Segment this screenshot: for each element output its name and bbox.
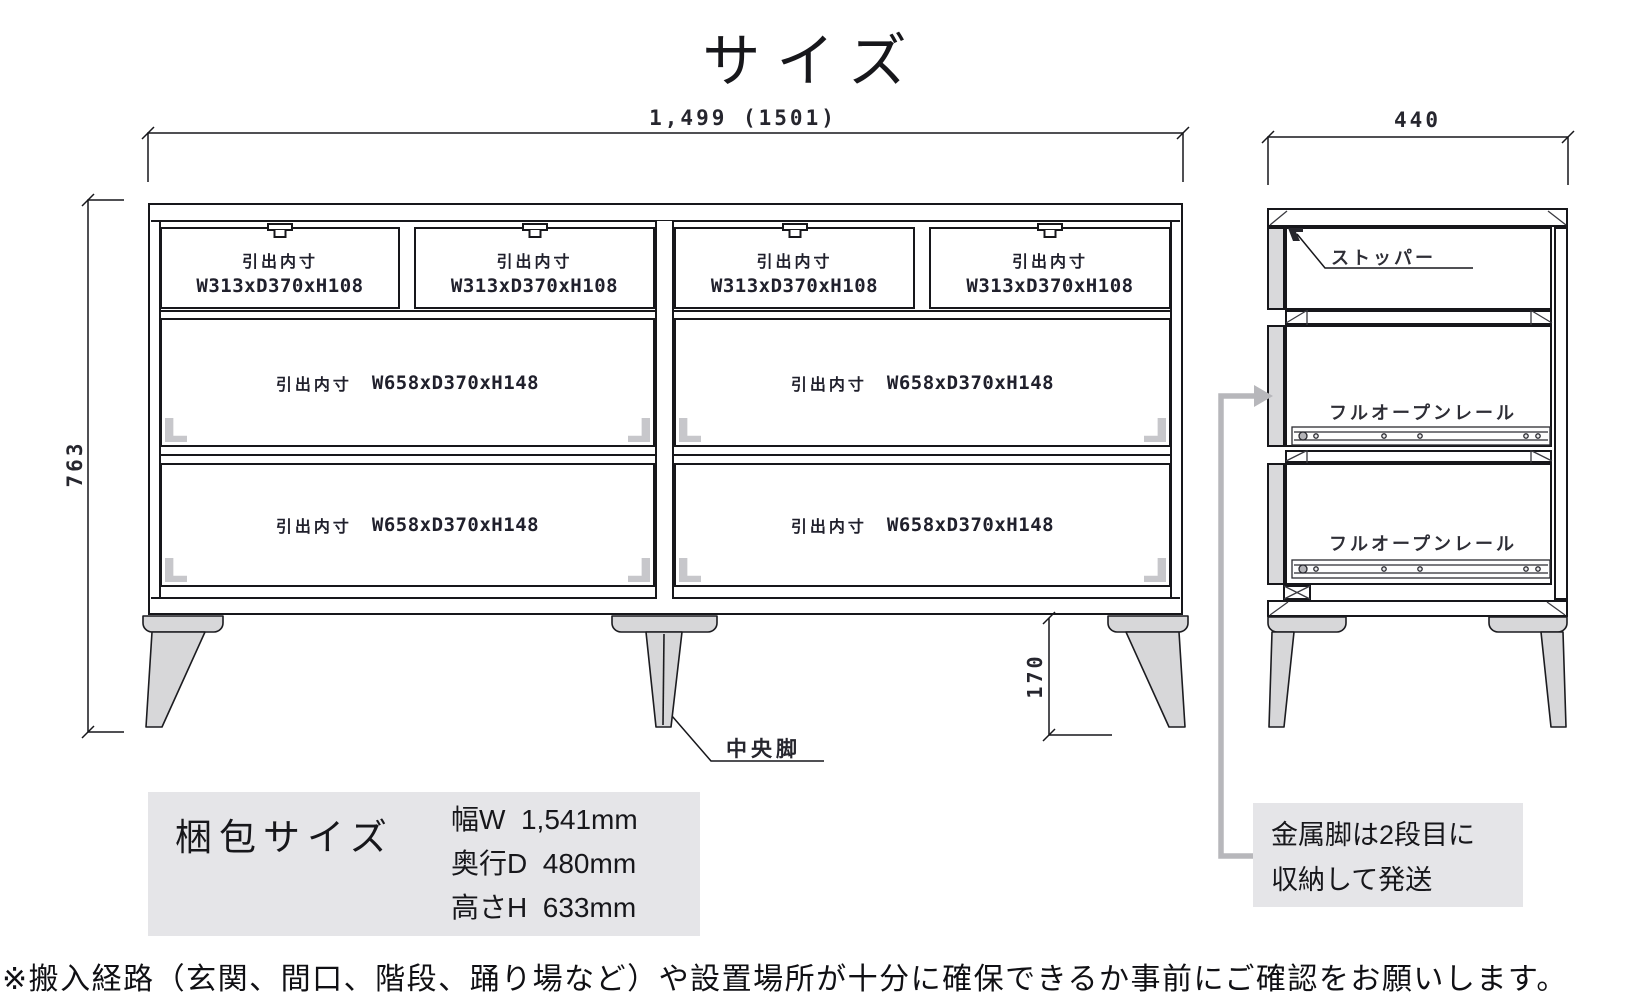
side-shelf-1 xyxy=(1285,310,1552,325)
packaging-heading: 梱包サイズ xyxy=(175,817,394,858)
drawer-label: 引出内寸 xyxy=(790,376,867,394)
drawer-pull-icon xyxy=(781,223,808,231)
drawer-label: 引出内寸 xyxy=(1011,253,1088,271)
packaging-depth: 奥行D 480mm xyxy=(451,848,637,879)
drawer-inner-size: W658xD370xH148 xyxy=(886,514,1055,536)
side-shelf-2 xyxy=(1285,450,1552,463)
drawer-label: 引出内寸 xyxy=(756,253,833,271)
drawer-slide-bracket-icon xyxy=(165,418,187,442)
full-open-rail-label-2: フルオープンレール xyxy=(1329,534,1517,554)
drawer-label: 引出内寸 xyxy=(275,519,352,536)
drawer-slide-bracket-icon xyxy=(165,558,187,582)
drawer-inner-size: W658xD370xH148 xyxy=(371,371,540,394)
shipping-note-panel: 金属脚は2段目に 収納して発送 xyxy=(1253,803,1523,907)
side-drawer-front-1 xyxy=(1267,227,1285,310)
front-center-divider xyxy=(655,221,674,599)
side-compartment-3 xyxy=(1285,463,1552,585)
side-back-wall xyxy=(1554,227,1568,600)
drawer-pull-icon xyxy=(1037,223,1063,231)
drawer-slide-bracket-icon xyxy=(1144,418,1166,442)
delivery-route-note: ※搬入経路（玄関、間口、階段、踊り場など）や設置場所が十分に確保できるか事前にご… xyxy=(2,963,1568,996)
large-drawer-3: 引出内寸 W658xD370xH148 xyxy=(160,463,655,587)
small-drawer-4: 引出内寸 W313xD370xH108 xyxy=(929,223,1171,309)
drawer-inner-size: W658xD370xH148 xyxy=(886,371,1055,394)
side-cross-block xyxy=(1283,585,1311,600)
drawer-label: 引出内寸 xyxy=(275,376,352,394)
side-legs xyxy=(1267,616,1568,728)
full-open-rail-label-1: フルオープンレール xyxy=(1329,403,1517,423)
drawer-inner-size: W658xD370xH148 xyxy=(371,514,540,536)
side-bottom-board xyxy=(1267,600,1568,617)
shipping-note-line1: 金属脚は2段目に xyxy=(1271,820,1476,850)
side-drawer-front-2 xyxy=(1267,325,1285,447)
packaging-height: 高さH 633mm xyxy=(451,892,637,923)
drawer-label: 引出内寸 xyxy=(496,253,573,271)
front-width-dimension: 1,499 (1501) xyxy=(649,106,837,130)
drawer-slide-bracket-icon xyxy=(679,558,701,582)
drawer-slide-bracket-icon xyxy=(1144,558,1166,582)
drawer-label: 引出内寸 xyxy=(241,253,318,271)
side-depth-dimension: 440 xyxy=(1394,108,1441,132)
page-title: サイズ xyxy=(702,29,923,94)
stopper-label: ストッパー xyxy=(1331,248,1436,268)
side-topboard xyxy=(1267,208,1568,227)
center-leg-label: 中央脚 xyxy=(726,738,801,761)
packaging-size-panel: 梱包サイズ 幅W 1,541mm 奥行D 480mm 高さH 633mm xyxy=(148,792,700,936)
drawer-inner-size: W313xD370xH108 xyxy=(450,274,619,297)
small-drawer-1: 引出内寸 W313xD370xH108 xyxy=(160,223,400,309)
shipping-route-arrow-icon xyxy=(1218,385,1273,859)
leg-height-dimension: 170 xyxy=(1023,653,1047,699)
large-drawer-4: 引出内寸 W658xD370xH148 xyxy=(674,463,1171,587)
side-compartment-2 xyxy=(1285,325,1552,447)
drawer-pull-icon xyxy=(267,223,293,231)
drawer-slide-bracket-icon xyxy=(628,418,650,442)
drawer-slide-bracket-icon xyxy=(679,418,701,442)
drawer-inner-size: W313xD370xH108 xyxy=(710,274,879,297)
drawer-inner-size: W313xD370xH108 xyxy=(966,274,1134,297)
front-height-dimension: 763 xyxy=(63,440,87,488)
large-drawer-2: 引出内寸 W658xD370xH148 xyxy=(674,318,1171,447)
shipping-note-line2: 収納して発送 xyxy=(1271,865,1433,895)
large-drawer-1: 引出内寸 W658xD370xH148 xyxy=(160,318,655,447)
small-drawer-2: 引出内寸 W313xD370xH108 xyxy=(414,223,655,309)
drawer-pull-icon xyxy=(521,223,548,231)
drawer-inner-size: W313xD370xH108 xyxy=(196,274,364,297)
side-drawer-front-3 xyxy=(1267,463,1285,585)
drawer-label: 引出内寸 xyxy=(790,519,867,536)
small-drawer-3: 引出内寸 W313xD370xH108 xyxy=(674,223,915,309)
drawer-slide-bracket-icon xyxy=(628,558,650,582)
packaging-width: 幅W 1,541mm xyxy=(451,804,638,835)
